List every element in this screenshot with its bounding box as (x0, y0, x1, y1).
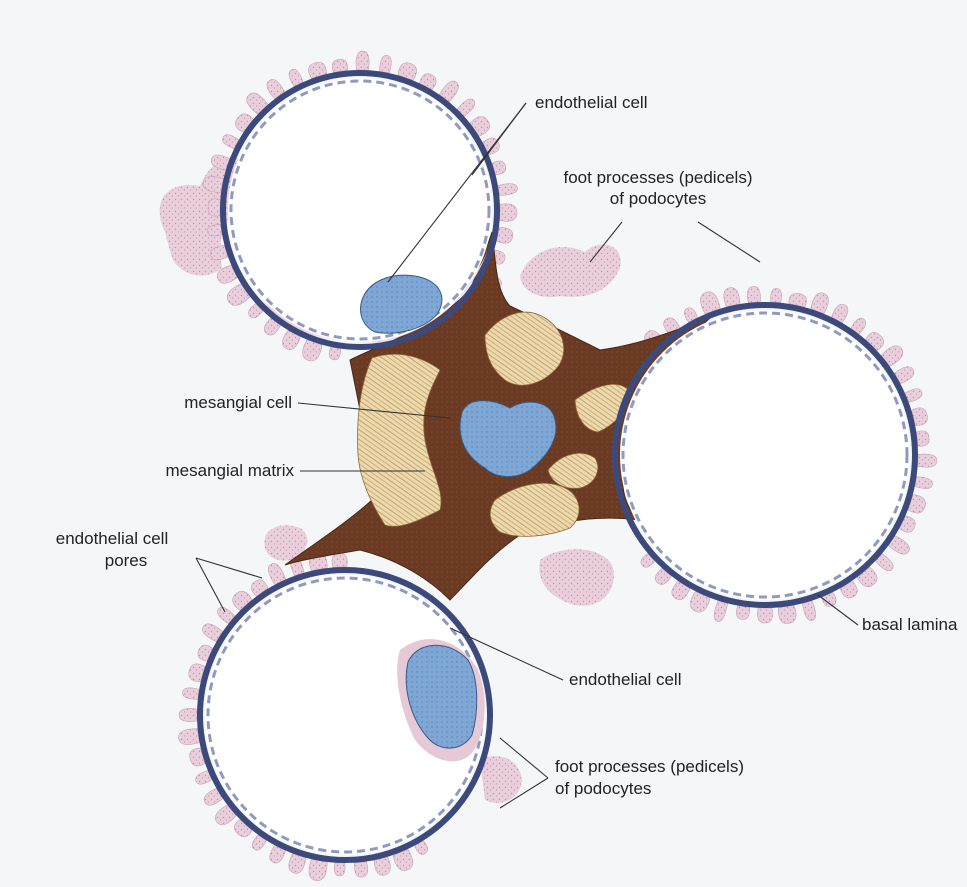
label-endothelial-pores-2: pores (105, 551, 148, 570)
foot-process (183, 688, 200, 699)
foot-process (179, 708, 197, 721)
foot-process (757, 608, 772, 623)
label-endothelial-pores-1: endothelial cell (56, 529, 168, 548)
foot-process (714, 601, 728, 622)
podocyte-cell-body-bottom (480, 756, 522, 803)
podocyte-cell-body-right (539, 549, 614, 605)
label-endothelial-cell-top: endothelial cell (535, 93, 647, 112)
capillary-lumen-top (228, 78, 492, 342)
label-foot-processes-top-2: of podocytes (610, 189, 706, 208)
foot-process (498, 184, 518, 196)
leader-basal-lamina (818, 595, 858, 625)
capillary-lumen-right (620, 310, 910, 600)
foot-process (374, 857, 390, 875)
foot-process (332, 59, 347, 72)
label-endothelial-cell-bottom: endothelial cell (569, 670, 681, 689)
leader-foot-top-b (698, 222, 760, 262)
capillary-bottom (200, 570, 490, 860)
foot-process (334, 863, 345, 876)
label-mesangial-cell: mesangial cell (184, 393, 292, 412)
label-mesangial-matrix: mesangial matrix (166, 461, 295, 480)
leader-pores-b (196, 558, 225, 612)
foot-process (497, 227, 513, 243)
podocyte-cell-body-top-right (520, 245, 621, 297)
foot-process (208, 199, 220, 216)
foot-process (915, 477, 933, 489)
leader-pores-a (196, 558, 262, 578)
foot-process (354, 862, 367, 878)
foot-process (332, 553, 347, 567)
foot-process (329, 347, 340, 360)
foot-process (379, 55, 391, 73)
foot-process (179, 729, 200, 745)
foot-process (747, 286, 760, 302)
foot-process (802, 601, 815, 621)
foot-process (771, 288, 782, 302)
foot-process (918, 454, 937, 467)
foot-process (778, 605, 796, 623)
capillary-top (223, 73, 497, 347)
label-basal-lamina: basal lamina (862, 615, 958, 634)
foot-process (500, 204, 517, 221)
label-foot-processes-top-1: foot processes (pedicels) (564, 168, 753, 187)
foot-process (356, 51, 369, 70)
foot-process (309, 859, 327, 880)
foot-process (916, 431, 929, 446)
label-foot-processes-bottom-2: of podocytes (555, 779, 651, 798)
capillary-right (615, 305, 915, 605)
label-foot-processes-bottom-1: foot processes (pedicels) (555, 757, 744, 776)
foot-process (736, 606, 749, 620)
foot-process (724, 288, 740, 307)
